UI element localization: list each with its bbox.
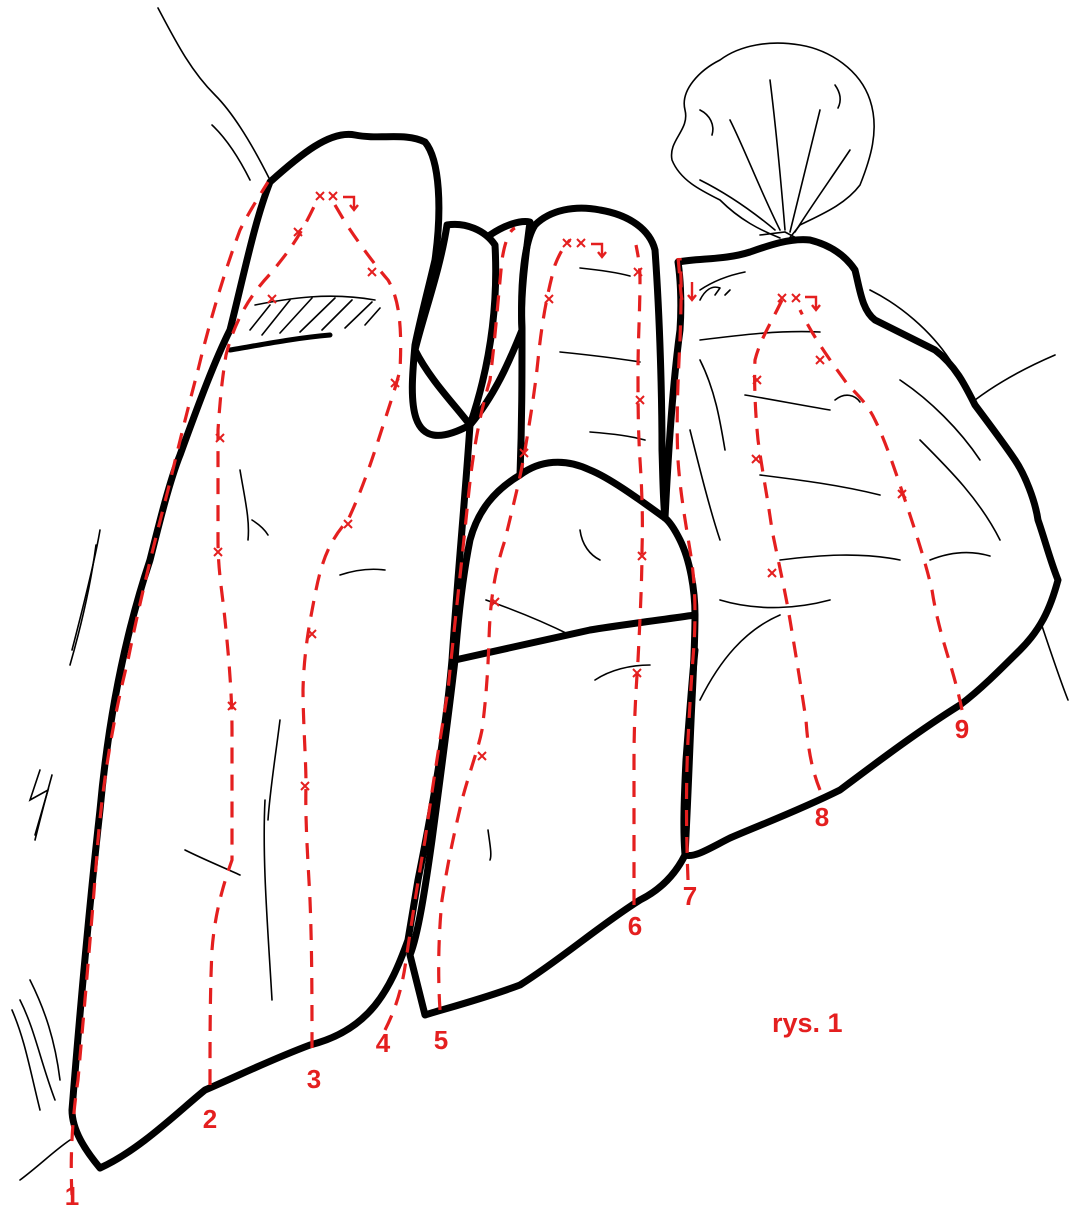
- anchor-symbol-top: [688, 282, 696, 300]
- route-number-5: 5: [434, 1025, 448, 1055]
- route-number-7: 7: [683, 881, 697, 911]
- figure-caption: rys. 1: [772, 1008, 843, 1038]
- bolt-x-mark: [816, 356, 824, 364]
- bolt-x-mark: [301, 782, 309, 790]
- route-number-9: 9: [955, 714, 969, 744]
- route-line-8: [755, 300, 820, 790]
- bolt-x-mark: [636, 396, 644, 404]
- tree-sketch: [672, 43, 875, 240]
- right-slab-outline: [665, 240, 1058, 856]
- route-number-6: 6: [628, 911, 642, 941]
- route-line-4: [385, 228, 515, 1030]
- left-pillar-outline: [72, 134, 470, 1168]
- route-number-2: 2: [203, 1104, 217, 1134]
- bolt-x-mark: [752, 455, 760, 463]
- bolt-x-mark: [545, 295, 553, 303]
- bolt-x-mark: [329, 192, 337, 200]
- bolt-x-mark: [316, 192, 324, 200]
- bolt-x-mark: [563, 239, 571, 247]
- bolt-x-mark: [478, 752, 486, 760]
- route-number-8: 8: [815, 802, 829, 832]
- bolt-x-mark: [577, 239, 585, 247]
- route-number-1: 1: [65, 1181, 79, 1211]
- background-sketch: [12, 8, 1068, 1180]
- anchor-symbol-left: [343, 197, 358, 210]
- bolt-x-mark: [792, 294, 800, 302]
- route-lines: [71, 182, 962, 1195]
- anchor-symbol-middle: [591, 244, 606, 257]
- route-numbers: 1 2 3 4 5 6 7 8 9: [65, 714, 969, 1211]
- route-line-3: [303, 196, 401, 1048]
- route-line-6: [634, 245, 642, 905]
- route-number-4: 4: [376, 1028, 391, 1058]
- route-line-9: [800, 310, 962, 710]
- middle-pillar-outline: [520, 208, 665, 518]
- bolt-x-mark: [768, 569, 776, 577]
- bolt-x-mark: [214, 548, 222, 556]
- route-number-3: 3: [307, 1064, 321, 1094]
- narrow-block-outline: [415, 224, 496, 425]
- bolt-x-mark: [344, 520, 352, 528]
- anchor-symbol-right: [805, 297, 820, 310]
- bolt-x-mark: [368, 268, 376, 276]
- route-line-1: [71, 182, 268, 1195]
